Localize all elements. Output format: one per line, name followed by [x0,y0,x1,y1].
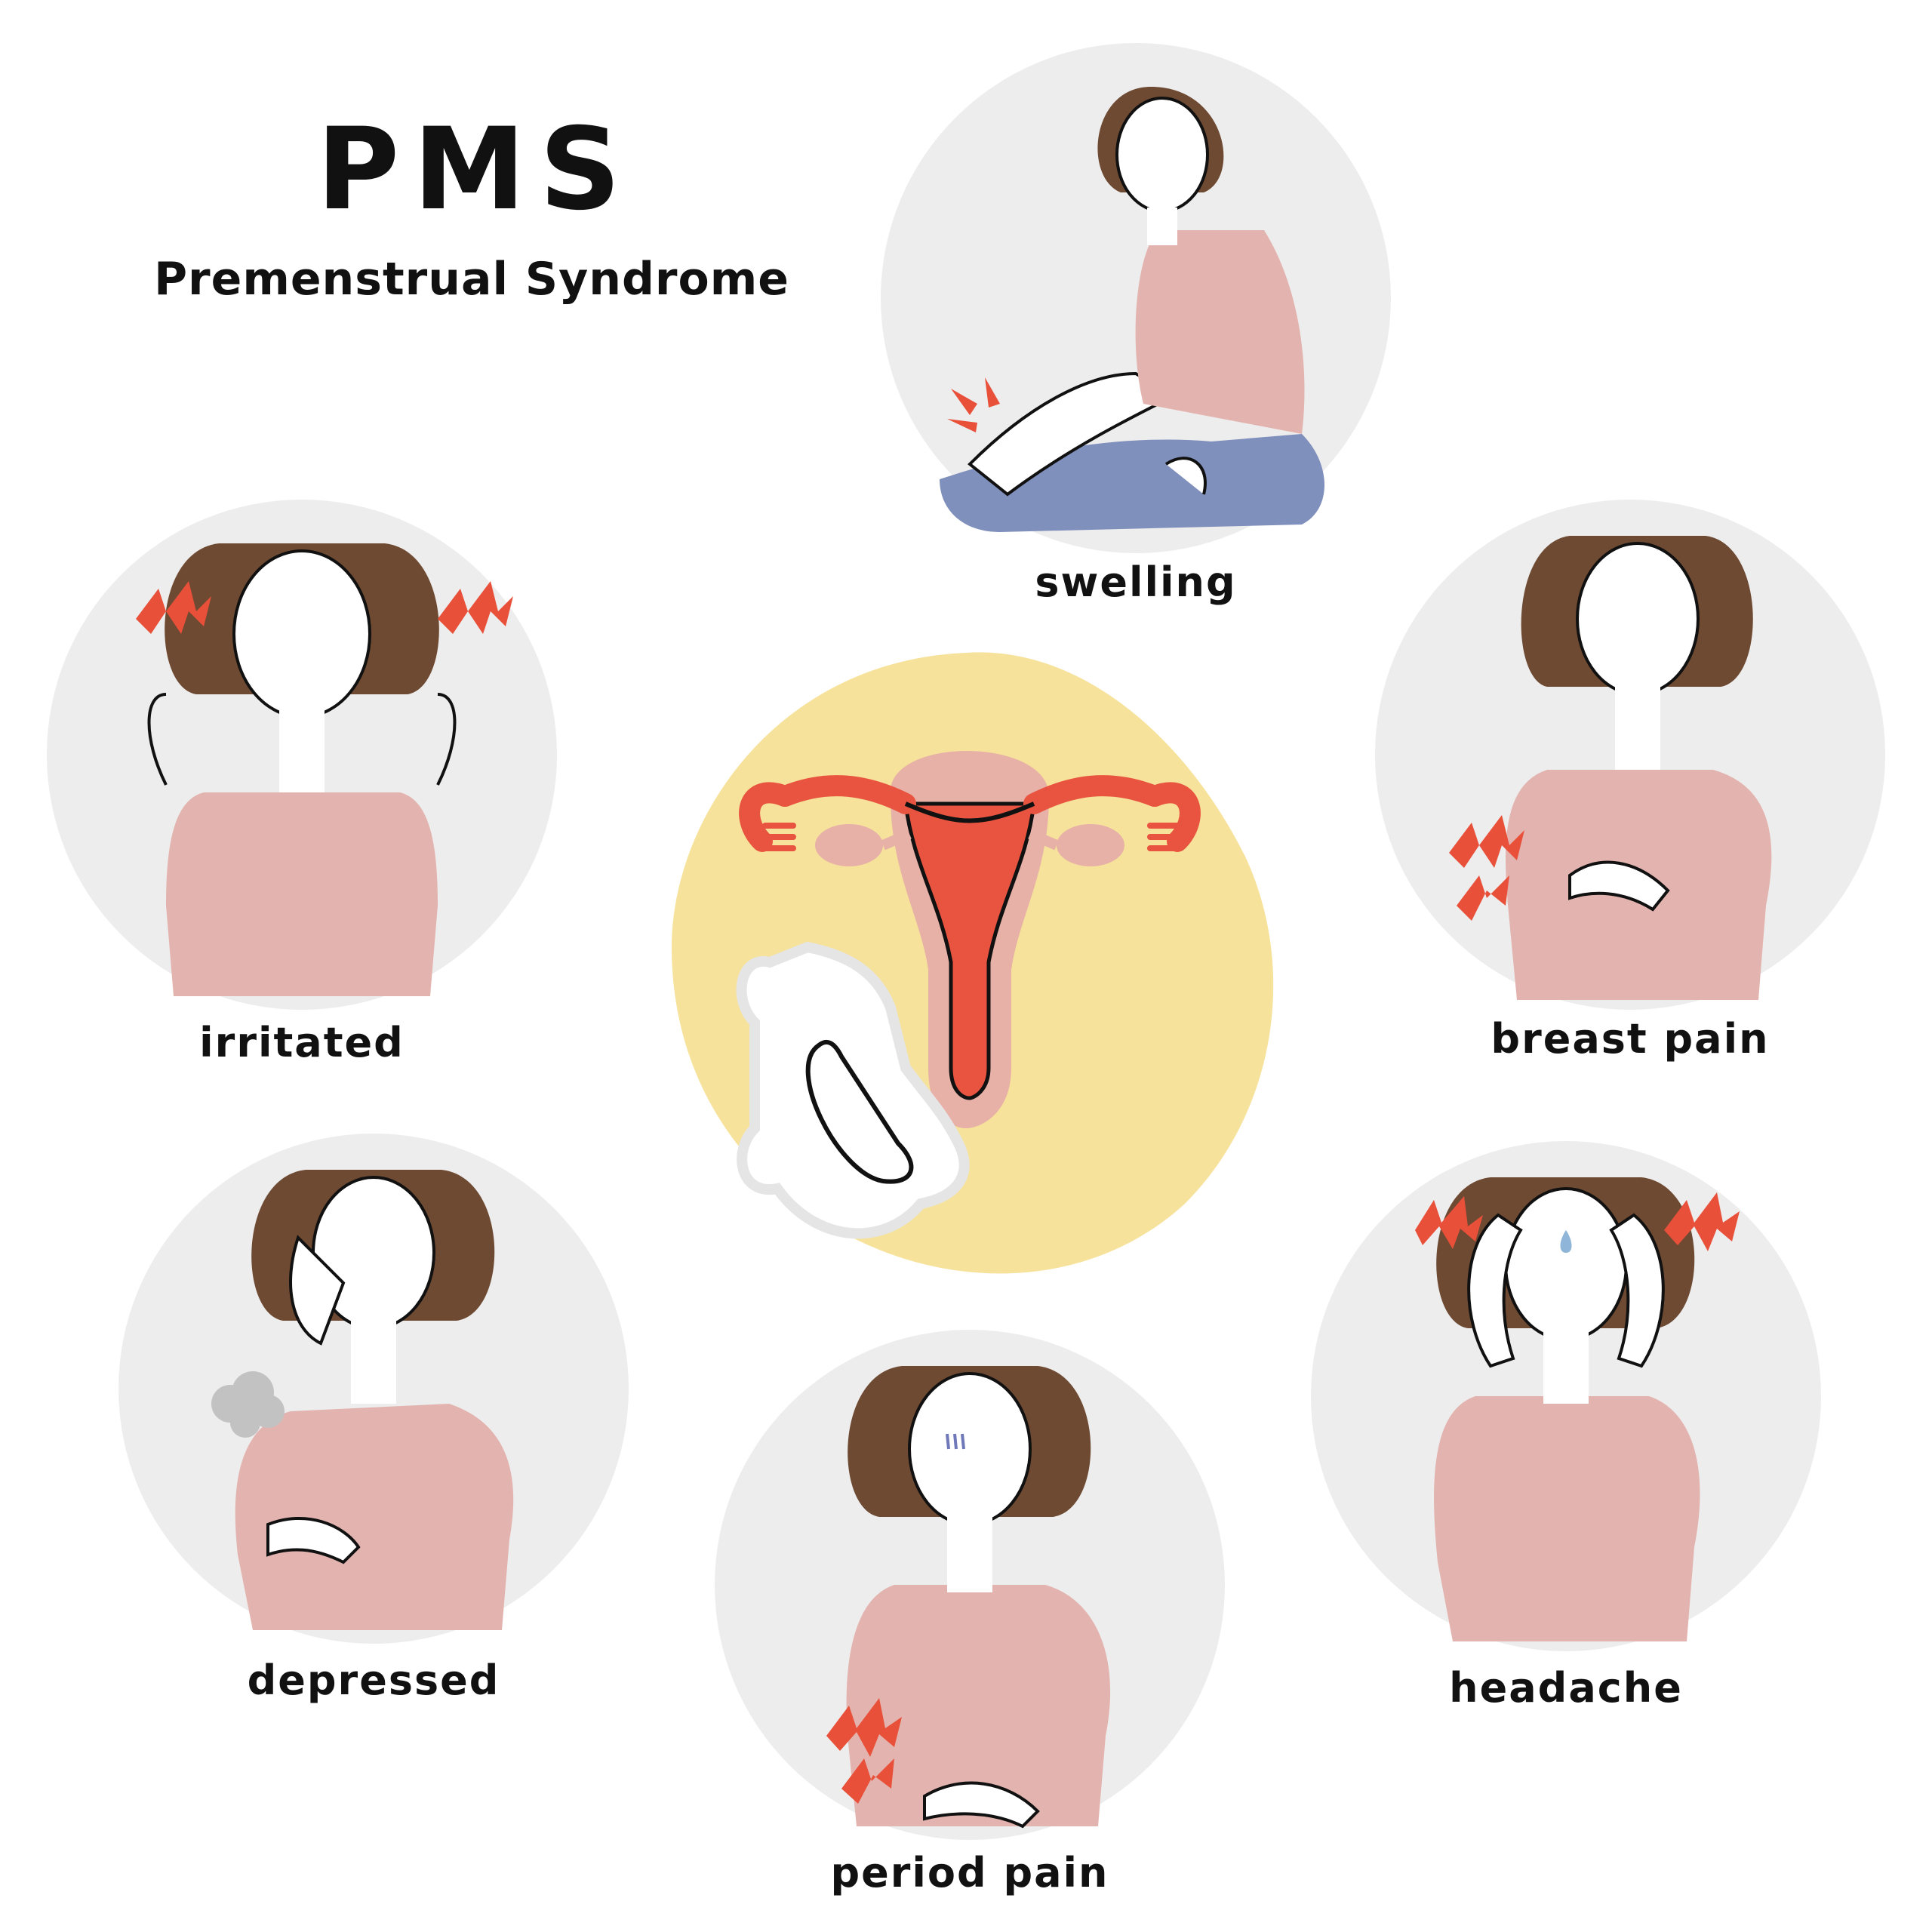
label-breast-pain: breast pain [1491,1015,1770,1063]
symptom-irritated [45,498,558,1011]
page-subtitle: Premenstrual Syndrome [154,253,789,306]
symptom-swelling [879,42,1392,555]
symptom-period-pain [713,1328,1226,1841]
label-headache: headache [1449,1664,1683,1712]
symptom-depressed [117,1132,630,1645]
uterus-illustration [657,645,1283,1287]
label-swelling: swelling [1035,558,1237,606]
label-period-pain: period pain [830,1849,1109,1897]
label-irritated: irritated [199,1019,405,1066]
label-depressed: depressed [247,1657,500,1704]
page-title: PMS [316,104,635,235]
symptom-headache [1309,1140,1823,1653]
symptom-breast-pain [1374,498,1887,1011]
